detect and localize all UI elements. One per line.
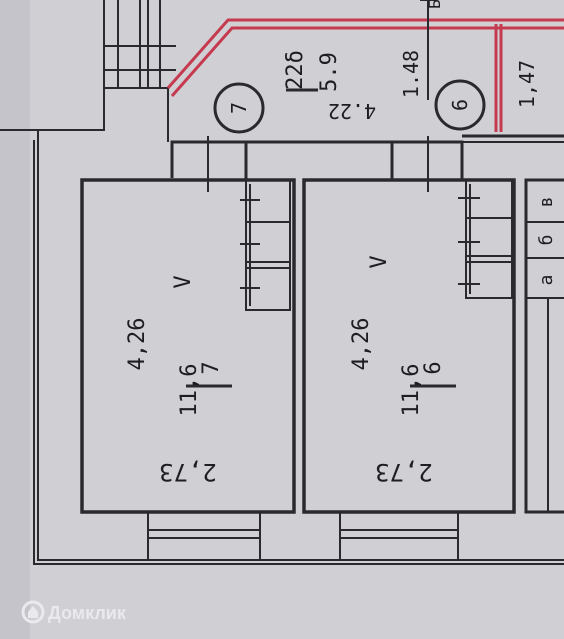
room-6-area: 11,6: [399, 364, 424, 417]
room-7-number: 7: [199, 361, 224, 374]
room-6-number: 6: [421, 361, 446, 374]
room-7-outline: [80, 178, 296, 560]
room-6-length: 4,26: [349, 318, 374, 371]
cabinet-label-b: б: [536, 235, 557, 246]
corridor-dim-top-partial: Б: [425, 0, 444, 9]
room-7-tick: V: [171, 275, 196, 288]
room-7-length: 4,26: [125, 318, 150, 371]
corridor-number: 22δ: [283, 50, 308, 90]
room-6-outline: [302, 178, 516, 560]
room-marker-7-circle: [213, 82, 265, 134]
watermark: Домклик: [21, 600, 127, 624]
room-7-area: 11,6: [177, 364, 202, 417]
room-7-width: 2,73: [159, 458, 217, 486]
room-marker-6-label: 6: [448, 99, 472, 111]
cabinet-label-a: а: [536, 275, 557, 286]
outer-walls: [0, 0, 564, 565]
room-6-width: 2,73: [375, 458, 433, 486]
corridor-wall: [170, 134, 564, 192]
room-marker-6-circle: [434, 79, 486, 131]
cabinet-column: [524, 178, 564, 514]
room-6-tick: V: [367, 255, 392, 268]
corridor-dim-right: 1,47: [515, 60, 539, 108]
corridor-area: 5.9: [317, 52, 342, 92]
corridor-dim-rotated: 4.22: [328, 99, 376, 123]
red-partition: [166, 18, 564, 132]
cabinet-label-v: в: [536, 197, 557, 208]
paper-shadow-left: [0, 0, 30, 639]
corridor-dim-middle: 1.48: [399, 50, 423, 98]
watermark-logo-icon: [21, 600, 45, 624]
room-marker-7-label: 7: [227, 102, 251, 114]
watermark-text: Домклик: [48, 603, 127, 623]
